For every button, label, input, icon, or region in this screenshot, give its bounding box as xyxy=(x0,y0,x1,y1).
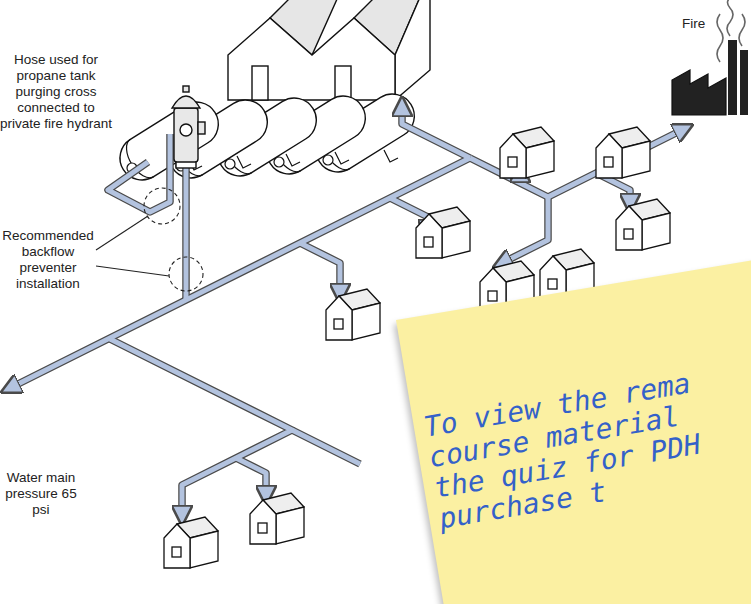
fire-hydrant xyxy=(172,86,205,168)
propane-tanks xyxy=(112,86,423,189)
fire-label: Fire xyxy=(682,16,705,32)
sticky-note: To view the rema course material the qui… xyxy=(396,244,751,604)
warehouse xyxy=(228,0,430,100)
callout-label: Recommended backflow preventer installat… xyxy=(0,228,96,292)
pressure-label: Water main pressure 65 psi xyxy=(0,470,82,518)
burning-factory xyxy=(672,0,748,115)
note-label: Hose used for propane tank purging cross… xyxy=(0,52,112,132)
note-text: To view the rema course material the qui… xyxy=(396,271,725,536)
backflow-callouts xyxy=(96,188,203,291)
